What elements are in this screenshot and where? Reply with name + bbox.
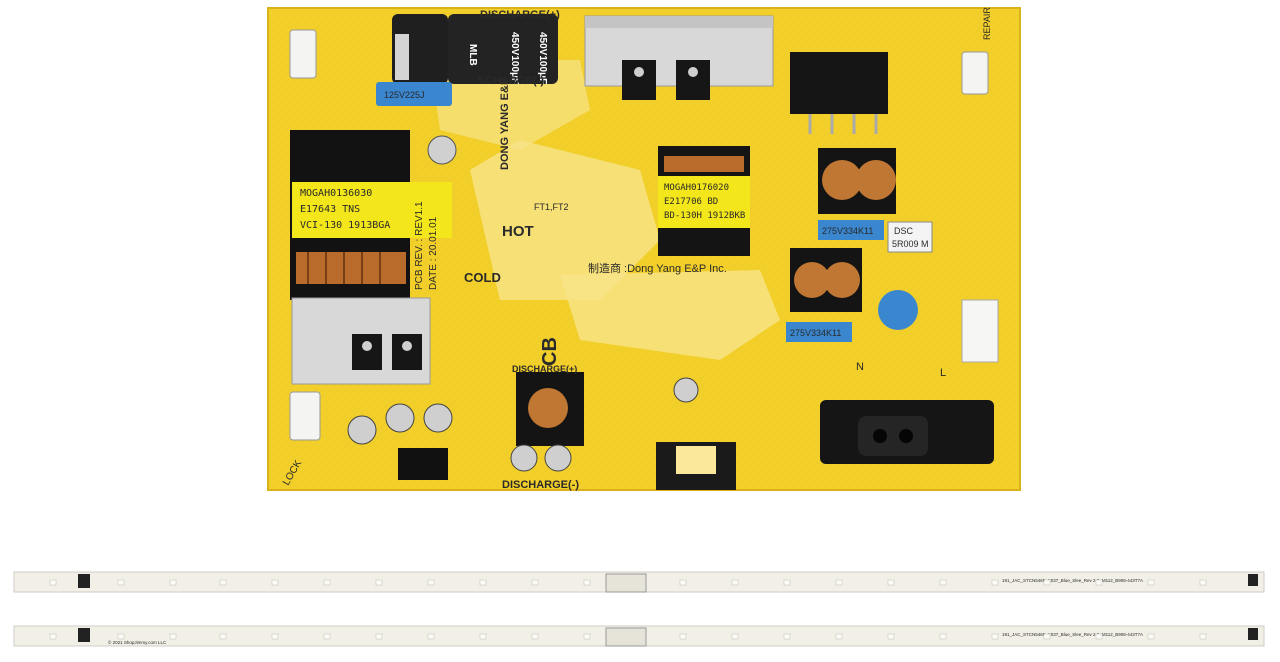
x-capacitor [786,322,852,342]
mosfet [352,334,382,370]
cap-rating: 450V100μF [509,32,520,84]
connector [398,448,448,480]
led-strip: 191_JAC_STCN5469_X037_Blue_Slee_Rev 2.0_… [13,625,1265,647]
transformer-label: BD-130H 1912BKB [664,211,745,221]
transformer-label: E217706 BD [664,197,718,207]
brand-vertical: DONG YANG E&P [499,78,511,170]
silkscreen-cold: COLD [464,270,501,285]
electrolytic-capacitor [385,403,415,433]
transformer-label: E17643 TNS [300,204,360,215]
led-connector [605,627,647,647]
electrolytic-capacitor [673,377,699,403]
mounting-clip [289,29,317,79]
transformer-label: MOGAH0176020 [664,183,729,193]
copyright: © 2021 ShopJimmy.com LLC [108,639,167,645]
electrolytic-capacitor [427,135,457,165]
x-cap-code: 275V334K11 [790,328,841,338]
led-strip-code: 191_JAC_STCN5469_X037_Blue_Slee_Rev 2.0_… [1002,632,1143,637]
pcb-light-zone [560,270,780,360]
led-strip-code: 191_JAC_STCN5469_X037_Blue_Slee_Rev 2.0_… [1002,578,1143,583]
mosfet [622,60,656,100]
electrolytic-capacitor [347,415,377,445]
cap-brand: MLB [467,44,478,66]
dsc-label: 5R009 M [892,239,929,249]
electrolytic-capacitor [544,444,572,472]
qr-code [1248,628,1258,640]
mosfet [392,334,422,370]
cap-code: 125V225J [384,90,425,100]
y-capacitor [878,290,918,330]
cap-rating: 450V100μF [537,32,548,84]
transformer-label: VCI-130 1913BGA [300,220,390,231]
silkscreen-discharge-pos: DISCHARGE(+) [480,9,560,21]
qr-code [78,628,90,642]
pcb-date: DATE : 20.01.01 [428,216,439,290]
power-supply-board: MLB 450V100μF 450V100μF DISCHARGE(+) SCH… [267,7,1021,491]
silkscreen-l: L [940,367,946,379]
serial-label [961,299,999,363]
maker-label: 制造商 :Dong Yang E&P Inc. [588,261,727,275]
silkscreen-discharge-neg-bottom: DISCHARGE(-) [502,479,579,491]
silkscreen-hot: HOT [502,223,534,240]
x-cap-code: 275V334K11 [822,226,873,236]
electrolytic-capacitor [423,403,453,433]
mounting-clip [961,51,989,95]
silkscreen-discharge-pos-mid: DISCHARGE(+) [512,364,577,374]
x-capacitor [818,220,884,240]
mounting-clip [289,391,321,441]
silkscreen-n: N [856,361,864,373]
electrolytic-capacitor [448,14,558,84]
silkscreen-cb: CB [539,337,561,366]
silkscreen-ft: FT1,FT2 [534,202,569,212]
qr-code [78,574,90,588]
mosfet [676,60,710,100]
bridge-rectifier [790,52,888,114]
pcb-rev: PCB REV. : REV1.1 [414,201,425,290]
electrolytic-capacitor [510,444,538,472]
transformer-label: MOGAH0136030 [300,188,372,199]
dsc-component [887,221,933,253]
pcb-light-zone [470,140,660,300]
silkscreen-repair: REPAIR [982,7,992,40]
qr-code [1248,574,1258,586]
silkscreen-discharge-neg: SCHARGE(-) [478,75,544,87]
led-strip: 191_JAC_STCN5469_X037_Blue_Slee_Rev 2.0_… [13,571,1265,593]
dsc-label: DSC [894,226,914,236]
film-capacitor [376,82,452,106]
led-connector [605,573,647,593]
